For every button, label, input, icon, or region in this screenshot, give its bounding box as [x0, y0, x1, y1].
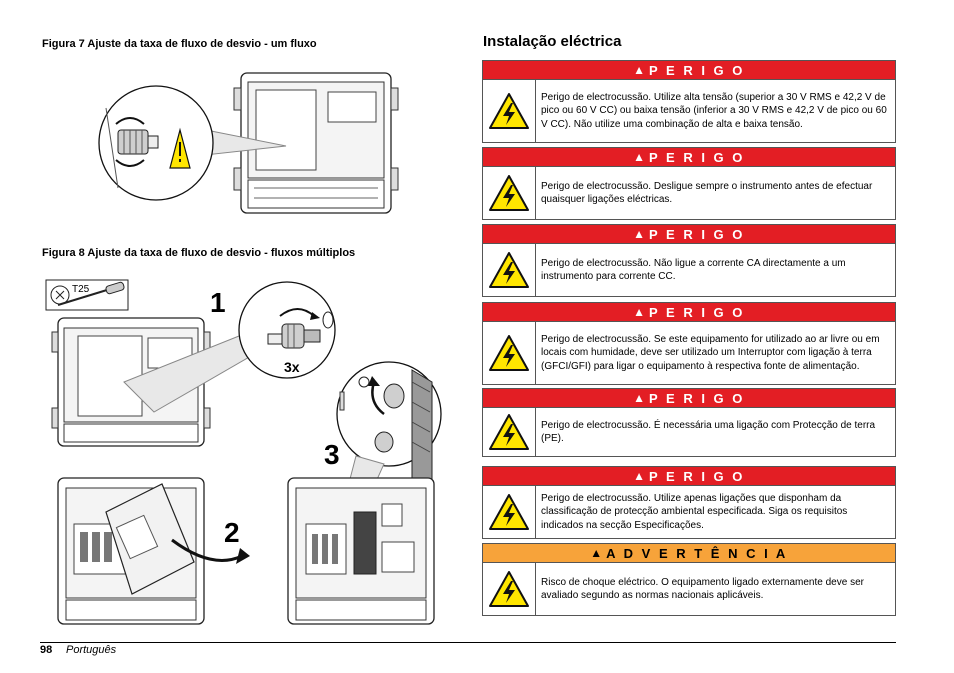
step-3-label: 3: [324, 439, 340, 470]
warning-label: A D V E R T Ê N C I A: [606, 545, 788, 561]
warning-box-1: ▲ P E R I G O Perigo de electrocussão. Uti…: [482, 60, 896, 143]
warning-triangle-icon: ▲: [633, 469, 645, 483]
warning-text: Perigo de electrocussão. Utilize alta te…: [541, 91, 887, 130]
warning-text: Perigo de electrocussão. Se este equipam…: [541, 333, 880, 372]
warning-label: P E R I G O: [649, 149, 745, 165]
warning-header: ▲ P E R I G O: [483, 61, 895, 80]
electrical-hazard-icon: [483, 563, 536, 615]
warning-box-7: ▲A D V E R T Ê N C I A Risco de choque el…: [482, 543, 896, 616]
warning-label: P E R I G O: [649, 62, 745, 78]
warning-label: P E R I G O: [649, 304, 745, 320]
warning-text: Perigo de electrocussão. Desligue sempre…: [541, 180, 873, 206]
warning-text: Perigo de electrocussão. É necessária um…: [541, 419, 876, 445]
page-number: 98: [40, 644, 53, 656]
electrical-hazard-icon: [483, 408, 536, 456]
warning-label: P E R I G O: [649, 226, 745, 242]
warning-triangle-icon: ▲: [633, 63, 645, 77]
electrical-hazard-icon: [483, 322, 536, 384]
section-title: Instalação eléctrica: [483, 33, 622, 50]
footer-divider: [40, 642, 896, 643]
electrical-hazard-icon: [483, 80, 536, 142]
electrical-hazard-icon: [483, 167, 536, 219]
step-2-label: 2: [224, 517, 240, 548]
warning-text: Perigo de electrocussão. Utilize apenas …: [541, 492, 848, 531]
figure-8-caption: Figura 8 Ajuste da taxa de fluxo de desv…: [42, 247, 356, 259]
warning-triangle-icon: ▲: [633, 305, 645, 319]
warning-header: ▲ P E R I G O: [483, 303, 895, 322]
warning-box-5: ▲ P E R I G O Perigo de electrocussão. É n…: [482, 388, 896, 457]
warning-box-6: ▲ P E R I G O Perigo de electrocussão. Uti…: [482, 466, 896, 539]
warning-header: ▲ P E R I G O: [483, 148, 895, 167]
figure-7-caption: Figura 7 Ajuste da taxa de fluxo de desv…: [42, 38, 317, 50]
warning-triangle-icon: ▲: [633, 150, 645, 164]
warning-header: ▲ P E R I G O: [483, 467, 895, 486]
warning-label: P E R I G O: [649, 390, 745, 406]
warning-header: ▲A D V E R T Ê N C I A: [483, 544, 895, 563]
warning-box-4: ▲ P E R I G O Perigo de electrocussão. Se …: [482, 302, 896, 385]
figure-7-illustration: [96, 68, 451, 216]
electrical-hazard-icon: [483, 244, 536, 296]
step-1-label: 1: [210, 287, 226, 318]
warning-box-2: ▲ P E R I G O Perigo de electrocussão. Des…: [482, 147, 896, 220]
warning-header: ▲ P E R I G O: [483, 225, 895, 244]
warning-triangle-icon: ▲: [633, 227, 645, 241]
warning-triangle-icon: ▲: [633, 391, 645, 405]
warning-triangle-icon: ▲: [590, 546, 603, 560]
warning-text: Risco de choque eléctrico. O equipamento…: [541, 576, 864, 602]
tool-label: T25: [72, 284, 90, 295]
repeat-label: 3x: [284, 359, 300, 375]
page-language: Português: [66, 644, 117, 656]
warning-text: Perigo de electrocussão. Não ligue a cor…: [541, 257, 846, 283]
electrical-hazard-icon: [483, 486, 536, 538]
warning-header: ▲ P E R I G O: [483, 389, 895, 408]
warning-label: P E R I G O: [649, 468, 745, 484]
warning-box-3: ▲ P E R I G O Perigo de electrocussão. Não…: [482, 224, 896, 297]
figure-8-illustration: T25 1 3x 3: [44, 272, 454, 630]
